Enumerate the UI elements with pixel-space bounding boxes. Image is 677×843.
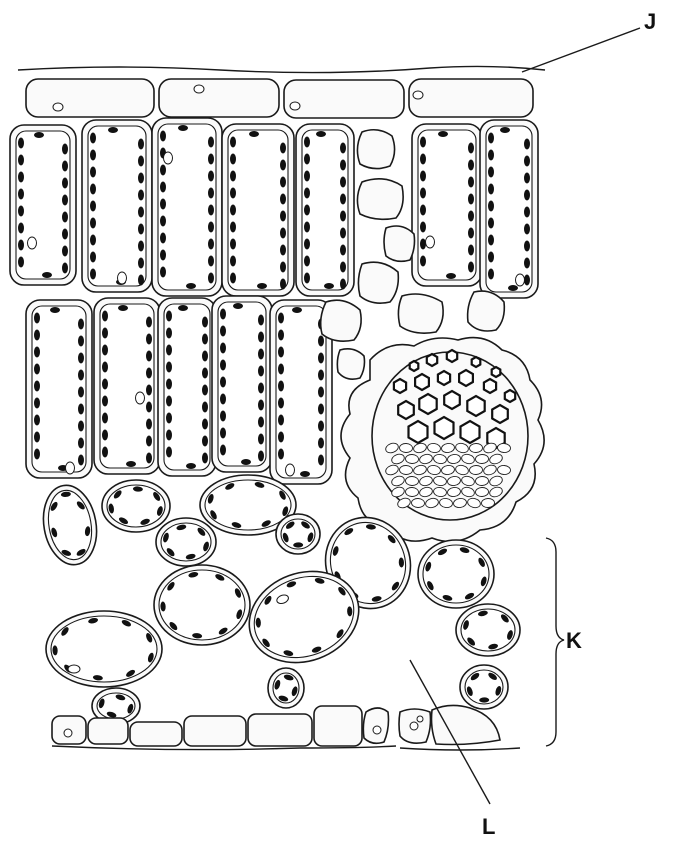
xylem-vessel bbox=[461, 421, 480, 443]
xylem-vessel bbox=[419, 394, 436, 414]
palisade-cell bbox=[82, 120, 152, 292]
xylem-vessel bbox=[492, 405, 508, 423]
spongy-cell bbox=[102, 480, 170, 532]
palisade-cell bbox=[152, 118, 222, 296]
xylem-vessel bbox=[459, 370, 473, 386]
palisade-cell bbox=[26, 300, 92, 478]
spongy-cell bbox=[156, 518, 216, 566]
palisade-cell bbox=[212, 296, 272, 472]
palisade-cell bbox=[296, 124, 354, 296]
palisade-cell bbox=[158, 298, 216, 476]
xylem-vessel bbox=[467, 396, 484, 416]
phloem-cell bbox=[481, 498, 494, 507]
spongy-cell bbox=[418, 540, 494, 608]
xylem-vessel bbox=[447, 350, 457, 362]
palisade-cell bbox=[480, 120, 538, 298]
palisade-cell bbox=[94, 298, 160, 474]
xylem-vessel bbox=[394, 379, 406, 393]
xylem-vessel bbox=[435, 417, 454, 439]
phloem-cell bbox=[469, 443, 482, 452]
palisade-layer-lower bbox=[26, 296, 332, 484]
spongy-cell bbox=[460, 665, 508, 709]
xylem-vessel bbox=[444, 391, 460, 409]
xylem-vessel bbox=[410, 361, 419, 371]
phloem-cell bbox=[411, 498, 424, 508]
spongy-cell bbox=[154, 565, 250, 645]
upper-cuticle bbox=[18, 66, 545, 72]
xylem-vessel bbox=[438, 371, 450, 385]
xylem-vessel bbox=[415, 374, 429, 390]
phloem-cell bbox=[399, 465, 412, 475]
xylem-vessel bbox=[427, 354, 437, 366]
palisade-cell bbox=[10, 125, 76, 285]
palisade-cell bbox=[412, 124, 482, 286]
xylem-vessel bbox=[484, 379, 496, 393]
spongy-cell bbox=[456, 604, 520, 656]
phloem-cell bbox=[475, 454, 488, 463]
vascular-bundle bbox=[341, 338, 544, 542]
phloem-cell bbox=[475, 476, 488, 485]
phloem-cell bbox=[475, 487, 488, 496]
xylem-vessel bbox=[505, 390, 515, 402]
label-l: L bbox=[482, 814, 495, 839]
phloem-cell bbox=[469, 465, 482, 474]
spongy-cell bbox=[276, 514, 320, 554]
spongy-cell bbox=[268, 668, 304, 708]
xylem-vessel bbox=[398, 401, 414, 419]
label-k-bracket bbox=[546, 538, 564, 746]
palisade-cell bbox=[222, 124, 294, 296]
spongy-cell bbox=[37, 481, 102, 569]
xylem-vessel bbox=[472, 357, 481, 367]
xylem-vessel bbox=[492, 367, 501, 377]
label-j-pointer bbox=[522, 28, 640, 72]
phloem-cell bbox=[405, 454, 418, 464]
phloem-cell bbox=[405, 476, 418, 486]
phloem-cell bbox=[405, 487, 418, 497]
palisade-layer-upper bbox=[10, 118, 538, 298]
upper-epidermis bbox=[26, 79, 533, 118]
label-k: K bbox=[566, 628, 582, 653]
spongy-cell bbox=[46, 611, 162, 687]
phloem-cell bbox=[399, 443, 412, 453]
xylem-vessel bbox=[409, 421, 428, 443]
label-j: J bbox=[644, 9, 656, 34]
